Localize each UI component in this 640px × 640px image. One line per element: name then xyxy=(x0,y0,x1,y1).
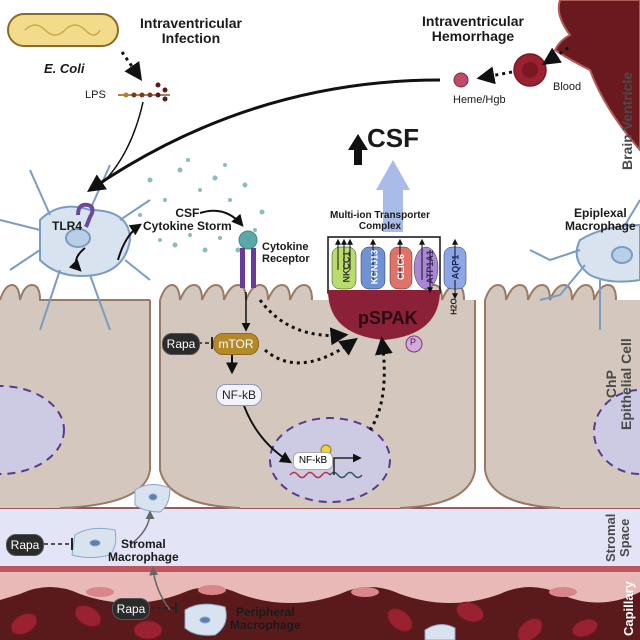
tlr4-icon xyxy=(76,202,95,228)
cytokine-particles xyxy=(138,158,265,253)
csf-label: CSF xyxy=(367,123,419,153)
cytokine-receptor-icon xyxy=(238,230,258,288)
e-coli-bacterium xyxy=(7,13,119,47)
transporter-complex-title: Multi-ion Transporter Complex xyxy=(330,210,430,232)
rapa-badge-mtor: Rapa xyxy=(162,333,200,355)
mtor-node: mTOR xyxy=(213,333,259,355)
cytokine-storm-label: CSF Cytokine Storm xyxy=(143,206,232,234)
csf-increase-arrow xyxy=(348,134,368,165)
hemorrhage-title: Intraventricular Hemorrhage xyxy=(422,13,524,45)
phospho-badge-pspak xyxy=(405,335,423,353)
lps-label: LPS xyxy=(85,89,106,101)
transporter-atp1a1: ATP1A1 xyxy=(424,250,435,284)
peripheral-macrophage-label: Peripheral Macrophage xyxy=(230,605,301,633)
e-coli-label: E. Coli xyxy=(44,61,85,76)
transporter-nkcc1: NKCC1 xyxy=(341,251,352,283)
heme-label: Heme/Hgb xyxy=(453,94,506,106)
nucleus-right xyxy=(593,389,640,475)
transporter-aqp1: AQP1 xyxy=(450,254,461,280)
lps-molecule xyxy=(118,82,170,102)
tlr4-label: TLR4 xyxy=(52,219,82,233)
epiplexal-line2: Macrophage xyxy=(565,219,636,234)
pspak-kinase xyxy=(328,290,440,340)
transporter-kcnj13: KCNJ13 xyxy=(369,249,380,285)
epiplexal-line1: Epiplexal xyxy=(574,206,627,220)
region-label-chp-line1: ChP xyxy=(603,370,619,399)
infection-title-line1: Intraventricular xyxy=(140,15,242,31)
transporter-complex-title-line1: Multi-ion Transporter xyxy=(330,210,430,221)
stromal-mac-line2: Macrophage xyxy=(108,550,179,565)
region-label-capillary: Capillary xyxy=(621,581,636,636)
nfkb-nuclear-node: NF-kB xyxy=(293,452,333,470)
dna xyxy=(289,471,331,479)
nfkb-node: NF-kB xyxy=(216,384,262,406)
pspak-phospho-label: P xyxy=(410,337,417,347)
blood-label: Blood xyxy=(553,81,582,93)
infection-title-line2: Infection xyxy=(161,30,221,47)
rapa-badge-peripheral: Rapa xyxy=(112,598,150,620)
peripheral-mac-line2: Macrophage xyxy=(230,618,301,633)
aqp1-ion-label: H2O xyxy=(449,298,459,315)
red-blood-cells xyxy=(10,601,599,640)
stromal-macrophage xyxy=(71,484,171,558)
cytokine-storm-line2: Cytokine Storm xyxy=(143,219,232,234)
rapa-badge-stromal: Rapa xyxy=(6,534,44,556)
stromal-mac-line1: Stromal xyxy=(121,537,166,551)
cytokine-receptor-label: Cytokine Receptor xyxy=(262,241,310,265)
capillary-region xyxy=(0,566,640,640)
epiplexal-macrophage xyxy=(529,199,640,330)
region-label-chp-line2: Epithelial Cell xyxy=(618,338,635,430)
hemorrhage-title-line2: Hemorrhage xyxy=(431,28,515,45)
region-label-brain-ventricle: Brain Ventricle xyxy=(619,71,635,170)
peripheral-macrophage xyxy=(184,603,456,640)
epithelium xyxy=(0,283,640,509)
csf-flow-arrow xyxy=(376,160,410,232)
infection-title: Intraventricular Infection xyxy=(140,15,242,47)
cytokine-storm-line1: CSF xyxy=(175,206,200,220)
transporter-clic6: CLIC6 xyxy=(396,253,407,281)
epiplexal-macrophage-label: Epiplexal Macrophage xyxy=(565,206,636,234)
pspak-label: pSPAK xyxy=(358,308,418,328)
region-label-stromal-space: Stromal Space xyxy=(603,513,633,562)
transporter-complex-title-line2: Complex xyxy=(358,221,402,232)
region-label-chp: ChP Epithelial Cell xyxy=(603,338,635,430)
region-label-stromal-line1: Stromal xyxy=(603,513,618,562)
nucleus-left xyxy=(0,385,65,475)
heme-molecule xyxy=(453,72,469,88)
cytokine-receptor-line2: Receptor xyxy=(262,253,310,266)
hemorrhage-title-line1: Intraventricular xyxy=(422,13,524,29)
stromal-macrophage-label: Stromal Macrophage xyxy=(108,537,179,565)
peripheral-mac-line1: Peripheral xyxy=(235,605,295,619)
cytokine-receptor-line1: Cytokine xyxy=(262,241,309,253)
region-label-stromal-line2: Space xyxy=(617,518,633,557)
